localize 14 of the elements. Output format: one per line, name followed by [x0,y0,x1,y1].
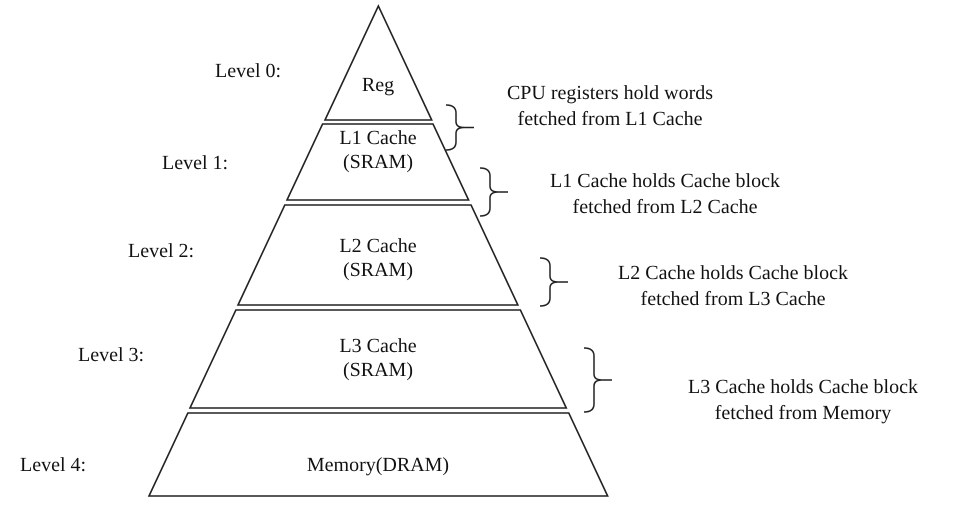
description-text: L2 Cache holds Cache block fetched from L3 Cache [617,261,849,312]
level-label: Level 1: [162,152,228,175]
description-text: L1 Cache holds Cache block fetched from L2 Cache [549,169,781,220]
description-text: L3 Cache holds Cache block fetched from Memory [687,375,919,426]
tier-label: L3 Cache (SRAM) [338,334,418,382]
tier-label: L1 Cache (SRAM) [338,126,418,174]
level-label: Level 4: [20,454,86,477]
level-label: Level 2: [128,240,194,263]
level-label: Level 0: [215,60,282,83]
tier-label: Memory(DRAM) [306,453,450,477]
tier-label: Reg [360,73,396,97]
description-text: CPU registers hold words fetched from L1 Cache [506,81,714,132]
tier-label: L2 Cache (SRAM) [338,234,418,282]
level-label: Level 3: [78,344,144,367]
